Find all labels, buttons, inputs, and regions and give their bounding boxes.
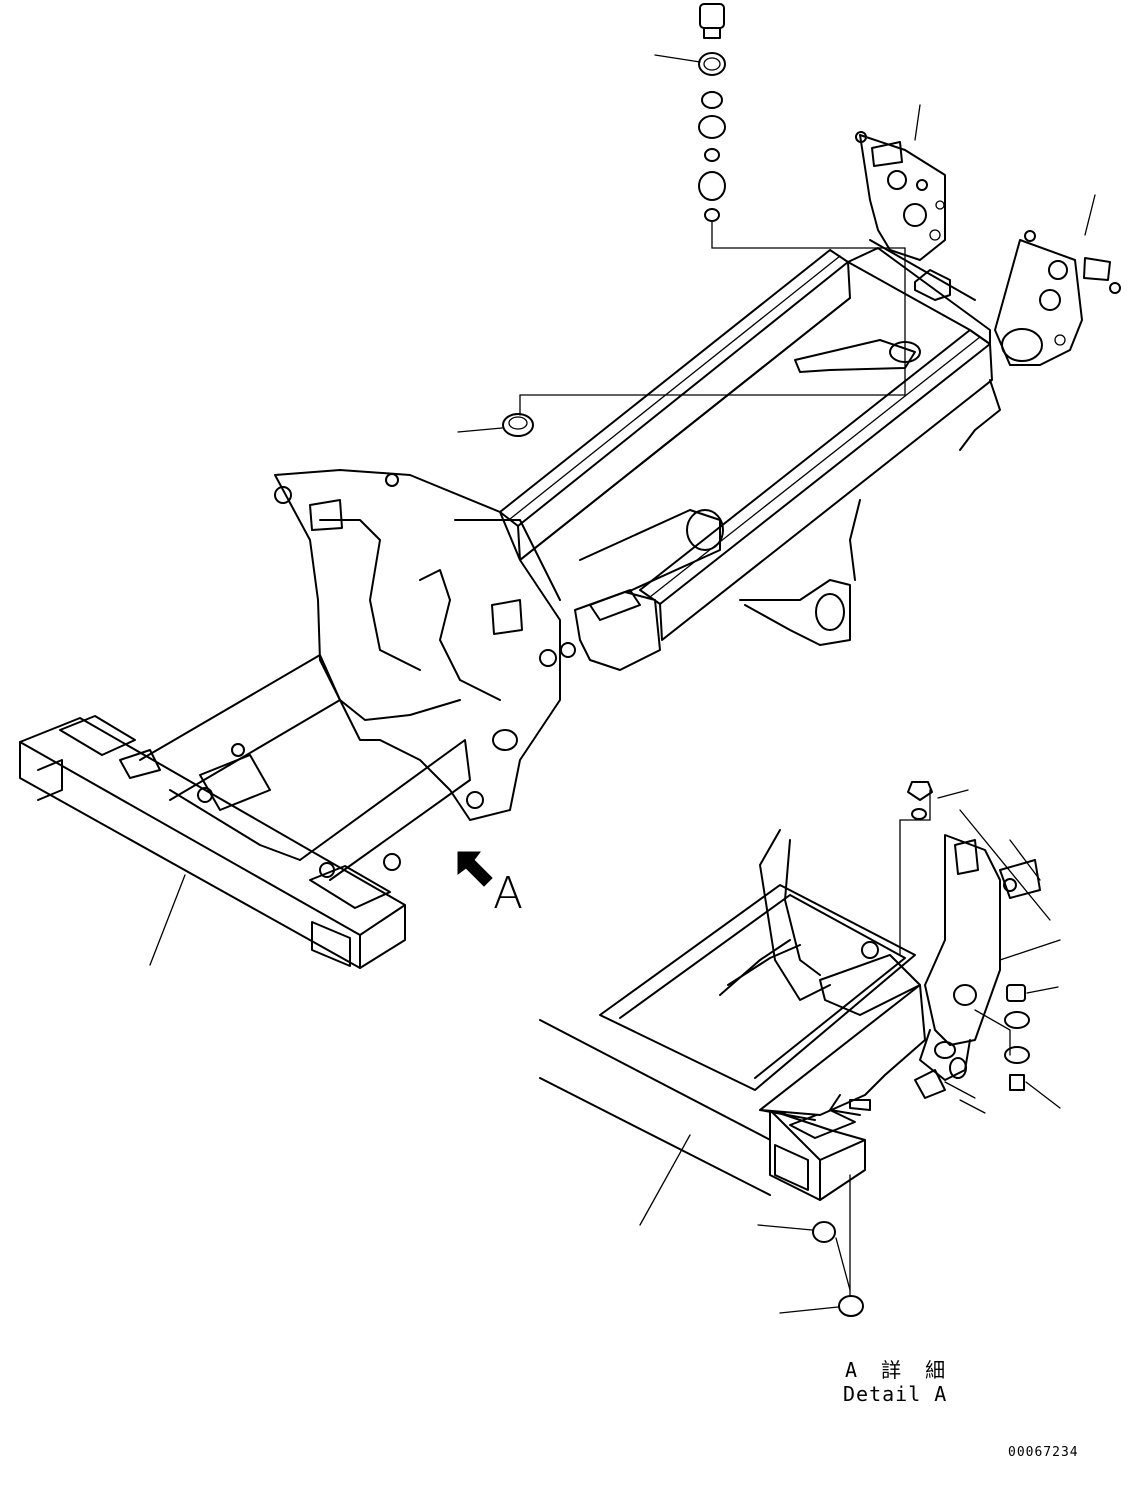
view-a-label: A — [493, 868, 524, 919]
pin-stack-parts — [520, 4, 905, 415]
detail-title-japanese: A 詳 細 — [845, 1358, 952, 1382]
main-leaders — [150, 105, 1095, 965]
drawing-number: 00067234 — [1008, 1445, 1079, 1460]
detail-title-english: Detail A — [843, 1382, 948, 1406]
bushing-part — [458, 414, 533, 436]
view-arrow — [458, 852, 492, 886]
detail-leaders — [640, 810, 1060, 1225]
detail-a-frame — [540, 830, 1040, 1200]
main-frame — [20, 132, 1120, 968]
detail-a-parts — [758, 782, 1060, 1316]
